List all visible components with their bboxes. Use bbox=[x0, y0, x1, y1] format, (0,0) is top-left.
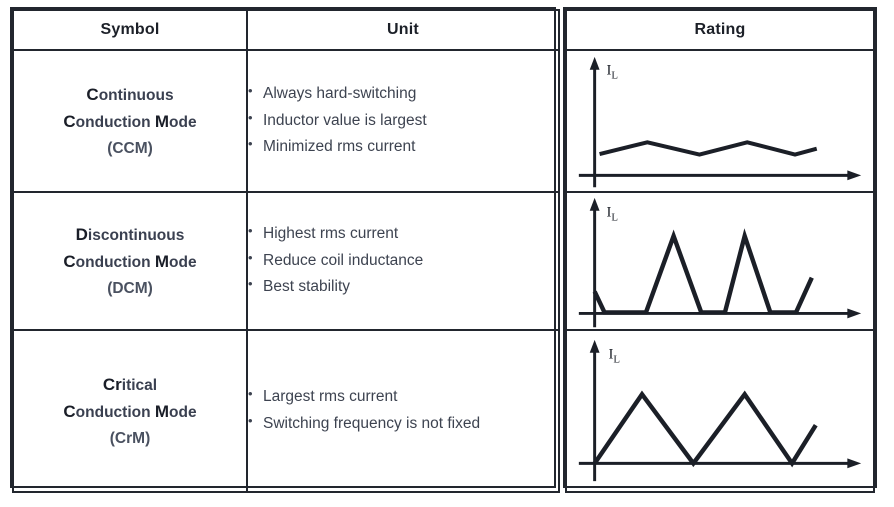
symbol-acronym: (CrM) bbox=[109, 429, 151, 447]
list-item: Always hard-switching bbox=[248, 80, 558, 108]
rating-header-row: Rating bbox=[565, 9, 875, 51]
list-item: Largest rms current bbox=[248, 383, 558, 411]
symbol-rest: ode bbox=[169, 404, 197, 422]
symbol-capital: M bbox=[154, 402, 170, 422]
rating-cell-crm: I L bbox=[565, 329, 875, 494]
crm-waveform-chart: I L bbox=[578, 340, 862, 482]
rating-cell-ccm: I L bbox=[565, 48, 875, 194]
x-axis bbox=[578, 170, 862, 181]
svg-text:I: I bbox=[608, 347, 613, 363]
list-item: Inductor value is largest bbox=[248, 107, 558, 135]
table-row: Critical Conduction Mode (CrM) Largest r… bbox=[12, 329, 560, 493]
ccm-waveform-chart: I L bbox=[578, 56, 862, 188]
list-item: Best stability bbox=[248, 273, 558, 301]
svg-text:L: L bbox=[611, 70, 618, 82]
symbol-rest: ode bbox=[169, 254, 197, 272]
table-row: I L bbox=[565, 48, 875, 194]
symbol-cell-crm: Critical Conduction Mode (CrM) bbox=[12, 329, 248, 493]
y-axis bbox=[589, 198, 600, 328]
symbol-capital: D bbox=[75, 224, 88, 244]
symbol-rest: onduction bbox=[75, 404, 155, 422]
header-symbol: Symbol bbox=[12, 9, 248, 51]
unit-cell-ccm: Always hard-switching Inductor value is … bbox=[246, 49, 560, 193]
crm-waveform-line bbox=[592, 390, 818, 468]
header-unit: Unit bbox=[246, 9, 560, 51]
symbol-cell-ccm: Continuous Conduction Mode (CCM) bbox=[12, 49, 248, 193]
symbol-capital: Cr bbox=[102, 374, 122, 394]
dcm-waveform-chart: I L bbox=[578, 198, 862, 328]
symbol-line-2: Conduction Mode bbox=[14, 248, 246, 276]
symbol-rest: onduction bbox=[75, 254, 155, 272]
unit-cell-crm: Largest rms current Switching frequency … bbox=[246, 329, 560, 493]
list-item: Highest rms current bbox=[248, 220, 558, 248]
bullet-list: Always hard-switching Inductor value is … bbox=[248, 80, 558, 161]
x-axis bbox=[578, 458, 862, 469]
symbol-cell-dcm: Discontinuous Conduction Mode (DCM) bbox=[12, 191, 248, 331]
symbol-rest: ontinuous bbox=[98, 86, 174, 104]
table-header-row: Symbol Unit bbox=[12, 9, 560, 51]
list-item: Switching frequency is not fixed bbox=[248, 410, 558, 438]
rating-table: Rating bbox=[563, 7, 877, 494]
symbol-capital: C bbox=[63, 112, 76, 132]
symbol-acronym: (CCM) bbox=[107, 139, 153, 157]
y-axis bbox=[589, 56, 600, 188]
symbol-line-2: Conduction Mode bbox=[14, 108, 246, 136]
symbol-rest: iscontinuous bbox=[87, 226, 185, 244]
symbol-line-1: Continuous bbox=[14, 81, 246, 109]
bullet-list: Highest rms current Reduce coil inductan… bbox=[248, 220, 558, 301]
y-axis bbox=[589, 340, 600, 482]
svg-text:I: I bbox=[606, 205, 611, 221]
dcm-waveform-line bbox=[592, 228, 814, 315]
svg-text:L: L bbox=[613, 354, 620, 366]
symbol-capital: C bbox=[63, 402, 76, 422]
symbol-rest: onduction bbox=[75, 114, 155, 132]
current-axis-label: I L bbox=[608, 347, 620, 366]
rating-cell-dcm: I L bbox=[565, 191, 875, 332]
symbol-acronym: (DCM) bbox=[107, 279, 153, 297]
symbol-capital: M bbox=[154, 112, 170, 132]
table-row: Discontinuous Conduction Mode (DCM) High… bbox=[12, 191, 560, 331]
unit-cell-dcm: Highest rms current Reduce coil inductan… bbox=[246, 191, 560, 331]
symbol-unit-table: Symbol Unit Continuous Conduction Mode (… bbox=[10, 7, 560, 493]
symbol-line-1: Discontinuous bbox=[14, 221, 246, 249]
svg-text:I: I bbox=[606, 63, 611, 79]
bullet-list: Largest rms current Switching frequency … bbox=[248, 383, 558, 438]
symbol-line-1: Critical bbox=[14, 371, 246, 399]
symbol-capital: M bbox=[154, 252, 170, 272]
table-row: Continuous Conduction Mode (CCM) Always … bbox=[12, 49, 560, 193]
ccm-waveform-line bbox=[599, 140, 818, 157]
current-axis-label: I L bbox=[606, 205, 618, 224]
table-row: I L bbox=[565, 329, 875, 494]
list-item: Reduce coil inductance bbox=[248, 247, 558, 275]
symbol-capital: C bbox=[86, 84, 99, 104]
current-axis-label: I L bbox=[606, 63, 618, 82]
symbol-rest: itical bbox=[121, 376, 158, 394]
header-rating: Rating bbox=[565, 9, 875, 51]
table-row: I L bbox=[565, 191, 875, 332]
symbol-line-2: Conduction Mode bbox=[14, 398, 246, 426]
list-item: Minimized rms current bbox=[248, 133, 558, 161]
symbol-capital: C bbox=[63, 252, 76, 272]
symbol-rest: ode bbox=[169, 114, 197, 132]
svg-text:L: L bbox=[611, 212, 618, 224]
